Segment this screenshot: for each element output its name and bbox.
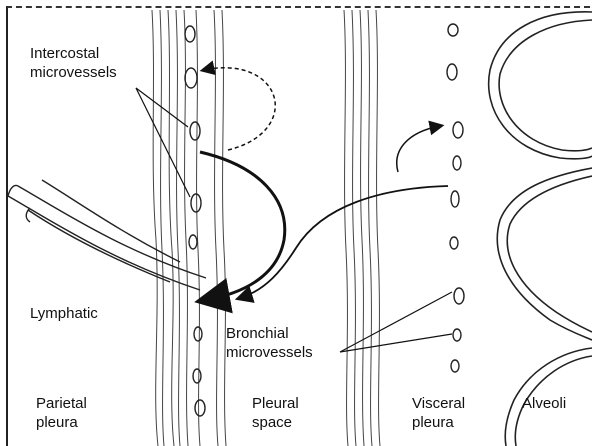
visceral-pleura-band <box>344 10 380 446</box>
alveoli-shapes <box>489 12 592 446</box>
flow-arrows <box>200 68 448 300</box>
intercostal-microvessels <box>185 26 205 416</box>
lymphatic-label: Lymphatic <box>30 304 98 323</box>
parietal-pleura-band <box>152 10 226 446</box>
bronchial-microvessels <box>447 24 464 372</box>
intercostal-label: Intercostal microvessels <box>30 44 117 82</box>
pleural-space-label: Pleural space <box>252 394 299 432</box>
label-pointers <box>136 88 452 352</box>
alveoli-label: Alveoli <box>522 394 566 413</box>
bronchial-label: Bronchial microvessels <box>226 324 313 362</box>
visceral-pleura-label: Visceral pleura <box>412 394 465 432</box>
parietal-pleura-label: Parietal pleura <box>36 394 87 432</box>
